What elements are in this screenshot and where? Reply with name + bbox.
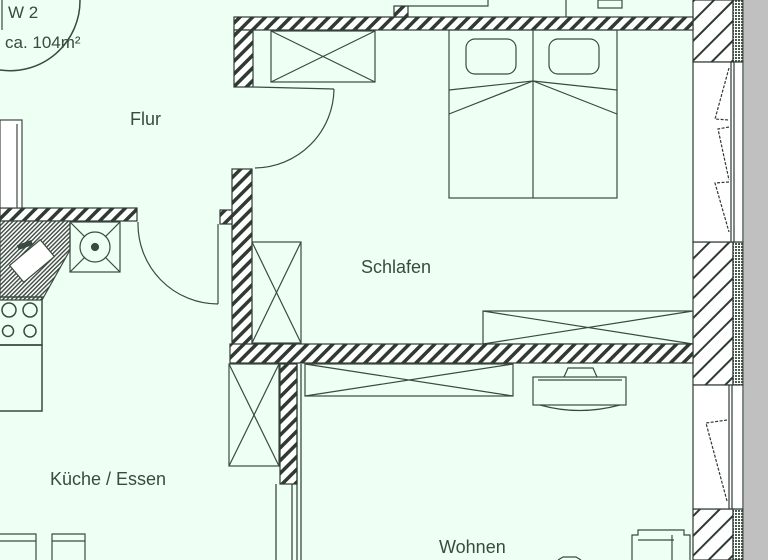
wall-schlafen-wohnen (229, 343, 694, 364)
wardrobe-schlafen-top (270, 30, 376, 83)
door-schlafen (252, 86, 335, 169)
apartment-marker (0, 0, 81, 72)
wall-schlafen-left (219, 168, 253, 363)
desk-with-chair (532, 367, 627, 412)
sofa-wohnen (557, 529, 691, 560)
room-label-flur: Flur (130, 109, 161, 129)
dresser-schlafen (482, 310, 694, 345)
apartment-id-label: W 2 (8, 3, 39, 22)
kitchen-sink-corner (0, 220, 71, 301)
dining-chairs (0, 533, 86, 560)
cabinet-kueche-right (228, 363, 280, 467)
room-label-schlafen: Schlafen (361, 257, 432, 277)
window-schlafen (692, 61, 744, 243)
double-bed (448, 29, 618, 199)
exterior-wall-right (692, 0, 744, 560)
window-wohnen (692, 384, 744, 510)
exterior-area (744, 0, 768, 560)
room-label-wohnen: Wohnen (439, 537, 506, 557)
wall-kueche-wohnen (275, 363, 302, 560)
wall-kueche-top (0, 207, 138, 222)
door-kueche (137, 221, 219, 305)
upper-fixtures (408, 0, 623, 17)
apartment-area-label: ca. 104m² (5, 33, 81, 52)
cabinet-flur-left (0, 119, 23, 209)
corner-unit-burner (69, 221, 121, 273)
room-label-kueche-essen: Küche / Essen (50, 469, 167, 489)
cabinet-schlafen-left (251, 241, 302, 344)
cabinet-wohnen-top (304, 363, 514, 397)
stove (0, 296, 43, 412)
